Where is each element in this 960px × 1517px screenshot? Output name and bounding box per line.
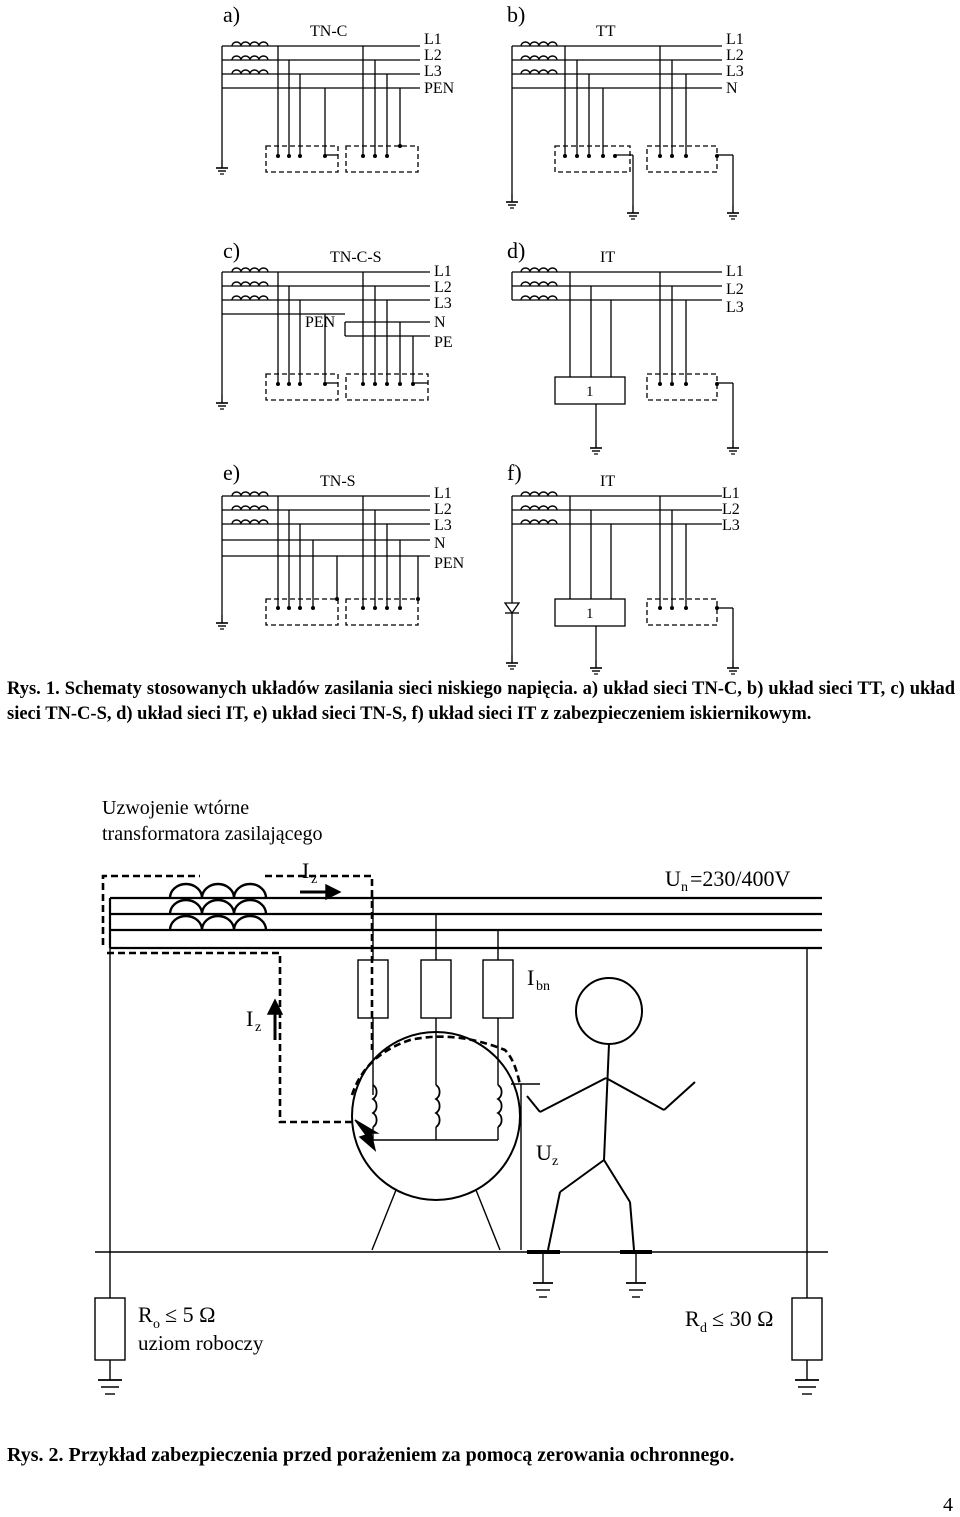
panel-letter-f: f) [507,460,522,485]
panel-f: f) IT 1 L1 L2 L3 [503,460,740,675]
figure-1-caption: Rys. 1. Schematy stosowanych układów zas… [7,679,955,724]
uz-symbol: U [536,1140,552,1165]
ro-symbol: R [138,1302,153,1327]
panel-letter-e: e) [223,460,240,485]
conductor-label: L2 [722,501,740,518]
conductor-label: N [434,314,446,331]
figure-2-caption: Rys. 2. Przykład zabezpieczenia przed po… [7,1444,735,1466]
uz-sub: z [552,1154,558,1169]
ro-sub: o [153,1317,160,1332]
conductor-label: L3 [434,295,452,312]
ro-value: ≤ 5 Ω [165,1302,215,1327]
conductor-label: L3 [424,63,442,80]
panel-c: c) TN-C-S PEN L1 L2 L3 N PE [215,238,453,410]
voltage-sub: n [681,880,688,895]
voltage-symbol: U [665,866,681,891]
voltage-value: =230/400V [690,866,791,891]
page-number: 4 [943,1494,953,1516]
rd-symbol: R [685,1306,700,1331]
conductor-label: N [434,535,446,552]
panel-title-b: TT [596,23,616,40]
conductor-label: L2 [726,281,744,298]
panel-d: d) IT 1 L1 L2 L3 [507,238,744,455]
iz-symbol-top: I [302,858,309,883]
conductor-label: L3 [722,517,740,534]
conductor-label: L2 [434,279,452,296]
conductor-label: L1 [434,263,452,280]
conductor-label: L1 [424,31,442,48]
winding-label-line1: Uzwojenie wtórne [102,797,249,819]
conductor-label: N [726,80,738,97]
conductor-label: PE [434,334,453,351]
ibn-symbol: I [527,965,534,990]
rd-sub: d [700,1321,707,1336]
box-label-f: 1 [586,606,594,622]
pen-label: PEN [305,314,336,331]
ibn-sub: bn [536,979,550,994]
conductor-label: PEN [424,80,455,97]
conductor-label: L1 [434,485,452,502]
iz-sub-top: z [311,872,317,887]
conductor-label: L3 [726,299,744,316]
panel-title-a: TN-C [310,23,347,40]
panel-letter-c: c) [223,238,240,263]
panel-title-f: IT [600,473,615,490]
iz-symbol-left: I [246,1006,253,1031]
panel-letter-d: d) [507,238,525,263]
ro-description: uziom roboczy [138,1331,264,1355]
panel-letter-b: b) [507,2,525,27]
rd-value: ≤ 30 Ω [712,1306,773,1331]
panel-title-d: IT [600,249,615,266]
conductor-label: L2 [726,47,744,64]
conductor-label: L2 [424,47,442,64]
iz-sub-left: z [255,1020,261,1035]
panel-e: e) TN-S L1 L2 L3 N PEN [215,460,465,630]
panel-b: b) TT L1 L2 L3 N [505,2,744,220]
figure-2: Uzwojenie wtórne transformatora zasilają… [94,797,828,1395]
conductor-label: PEN [434,555,465,572]
winding-label-line2: transformatora zasilającego [102,823,322,845]
conductor-label: L3 [434,517,452,534]
conductor-label: L1 [722,485,740,502]
conductor-label: L1 [726,31,744,48]
box-label-d: 1 [586,384,594,400]
panel-title-c: TN-C-S [330,249,382,266]
conductor-label: L2 [434,501,452,518]
conductor-label: L3 [726,63,744,80]
conductor-label: L1 [726,263,744,280]
panel-title-e: TN-S [320,473,356,490]
panel-a: a) TN-C L1 L2 L3 PEN [215,2,455,175]
panel-letter-a: a) [223,2,240,27]
